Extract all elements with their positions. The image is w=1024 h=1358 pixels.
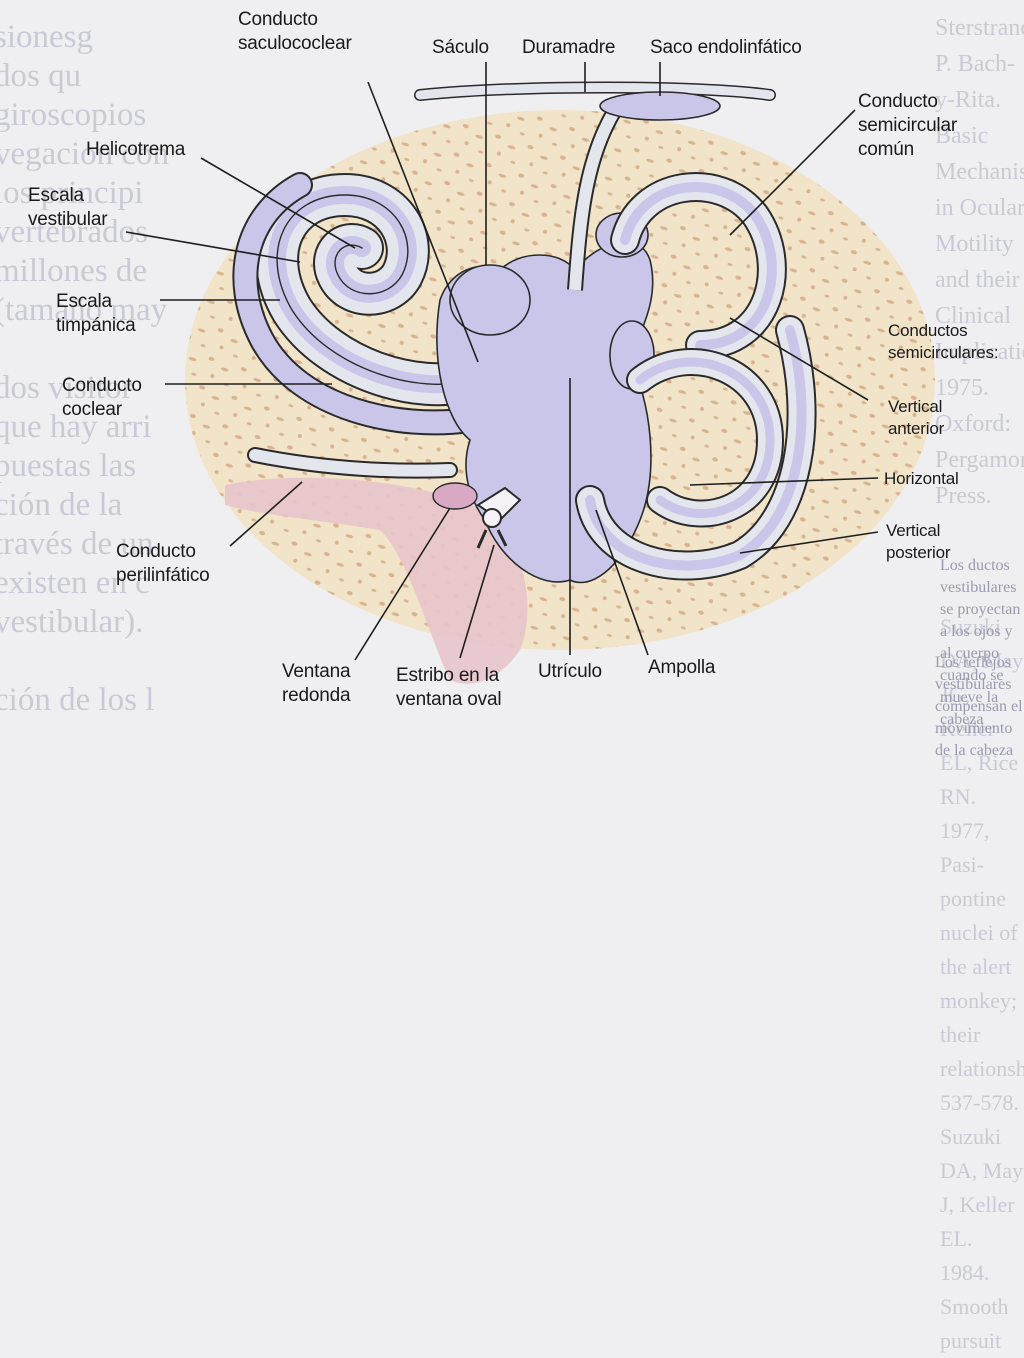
background-text-left: sionesg dos qu giroscopios vegacion con …	[0, 19, 170, 718]
background-caption-1: Los ductos vestibulares se proyectan a l…	[940, 557, 1021, 728]
leader-lines	[125, 62, 879, 661]
background-text-right-top: Sterstrand, P. Bach-y-Rita. Basic Mechan…	[935, 15, 1024, 509]
label-helicotrema: Helicotrema	[86, 139, 186, 160]
stapes-shape	[476, 486, 522, 549]
label-saco-endolinfatico: Saco endolinfático	[650, 37, 802, 58]
label-ventana-redonda: Ventana redonda	[282, 661, 351, 706]
pink-tissue	[225, 477, 528, 684]
round-window-shape	[432, 482, 478, 510]
label-conducto-saculococlear: Conducto saculococlear	[238, 9, 352, 54]
label-utriculo: Utrículo	[538, 661, 602, 682]
label-saculo: Sáculo	[432, 37, 489, 58]
perilymphatic-duct	[247, 447, 458, 479]
saccule	[449, 264, 531, 336]
figure-page: sionesg dos qu giroscopios vegacion con …	[0, 9, 1024, 1353]
background-caption-2: Los reflejos vestibulares compensan el m…	[935, 654, 1023, 759]
label-conducto-coclear: Conducto coclear	[62, 375, 142, 420]
label-ampolla: Ampolla	[648, 657, 716, 678]
label-escala-timpanica: Escala timpánica	[56, 291, 136, 336]
label-conducto-perilinfatico: Conducto perilinfático	[116, 541, 210, 586]
inner-ear-diagram	[125, 62, 935, 684]
dura-mater	[414, 81, 776, 291]
label-conducto-semicircular-comun: Conducto semicircular común	[858, 91, 957, 160]
label-vertical-posterior: Vertical posterior	[886, 521, 951, 562]
label-vertical-anterior: Vertical anterior	[888, 397, 945, 438]
label-duramadre: Duramadre	[522, 37, 616, 58]
label-conductos-semicirculares: Conductos semicirculares:	[888, 321, 999, 362]
label-estribo: Estribo en la ventana oval	[396, 665, 502, 710]
semicircular-canals	[575, 172, 817, 581]
cochlea	[232, 172, 492, 436]
label-horizontal: Horizontal	[884, 469, 959, 488]
endolymphatic-sac	[599, 91, 721, 121]
label-escala-vestibular: Escala vestibular	[28, 185, 108, 230]
